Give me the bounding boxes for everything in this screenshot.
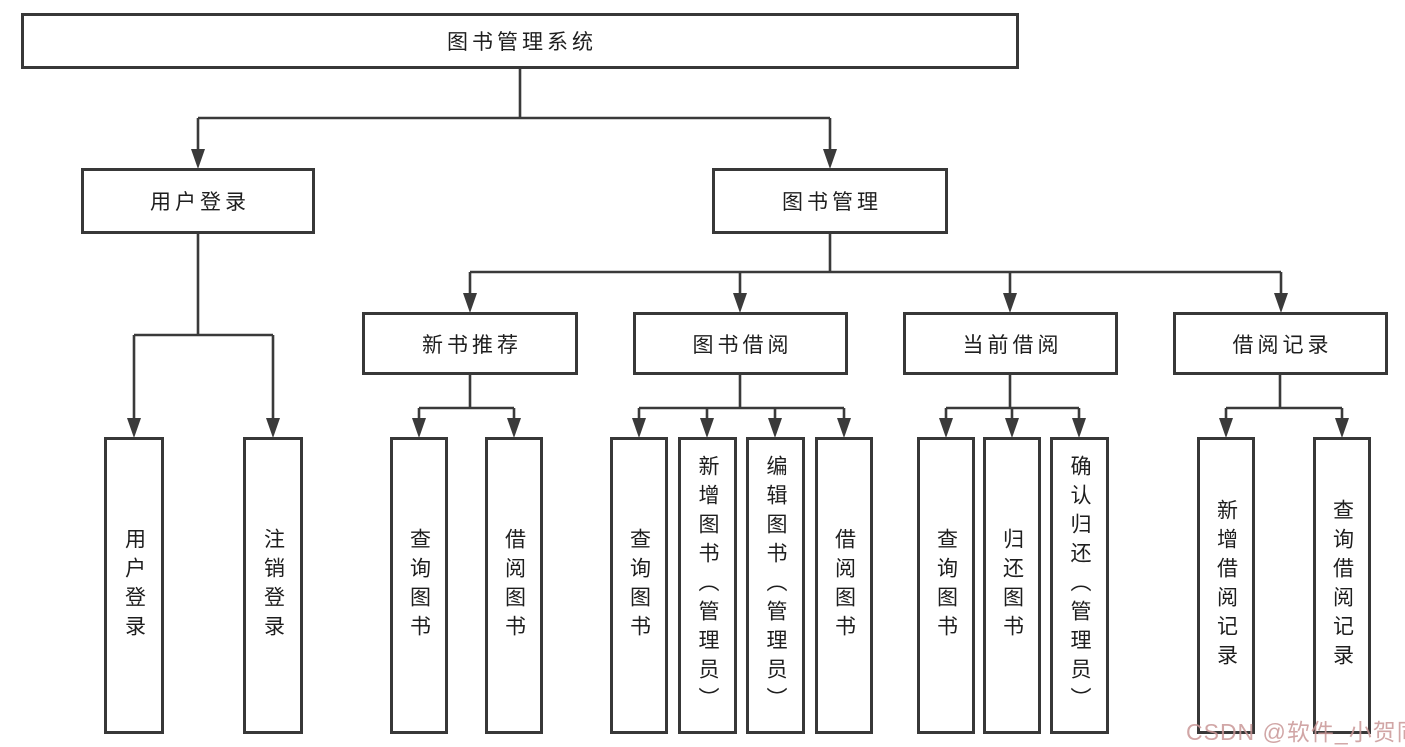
leaf-logout: 注销登录 bbox=[243, 437, 303, 734]
leaf-label: 借阅图书 bbox=[832, 527, 856, 644]
connector-userlogin-to-leaves bbox=[132, 233, 275, 420]
arrow-down-icon bbox=[837, 418, 851, 438]
leaf-label: 归还图书 bbox=[1000, 527, 1024, 644]
connector-recommend-to-leaves bbox=[417, 374, 516, 420]
node-new-book-recommend: 新书推荐 bbox=[362, 312, 578, 375]
arrow-down-icon bbox=[266, 418, 280, 438]
node-book-management: 图书管理 bbox=[712, 168, 948, 234]
csdn-watermark: CSDN @软件_小贺同学 bbox=[1186, 719, 1405, 745]
leaf-borrow-books: 借阅图书 bbox=[815, 437, 873, 734]
node-user-login: 用户登录 bbox=[81, 168, 315, 234]
leaf-label: 查询图书 bbox=[627, 527, 651, 644]
leaf-query-books-borrow: 查询图书 bbox=[610, 437, 668, 734]
arrow-down-icon bbox=[1335, 418, 1349, 438]
arrow-down-icon bbox=[127, 418, 141, 438]
arrow-down-icon bbox=[507, 418, 521, 438]
leaf-label: 借阅图书 bbox=[502, 527, 526, 644]
arrow-down-icon bbox=[733, 293, 747, 313]
arrow-down-icon bbox=[1005, 418, 1019, 438]
leaf-user-login: 用户登录 bbox=[104, 437, 164, 734]
arrow-down-icon bbox=[463, 293, 477, 313]
leaf-return-books: 归还图书 bbox=[983, 437, 1041, 734]
connector-borrow-to-leaves bbox=[637, 374, 846, 420]
leaf-query-books-recommend: 查询图书 bbox=[390, 437, 448, 734]
leaf-query-borrow-record: 查询借阅记录 bbox=[1313, 437, 1371, 734]
arrow-down-icon bbox=[1072, 418, 1086, 438]
connector-root-to-level2 bbox=[196, 68, 832, 151]
leaf-label: 新增图书（管理员） bbox=[696, 455, 719, 716]
leaf-label: 查询图书 bbox=[407, 527, 431, 644]
leaf-label: 注销登录 bbox=[261, 527, 285, 644]
arrow-down-icon bbox=[1274, 293, 1288, 313]
node-book-borrow: 图书借阅 bbox=[633, 312, 848, 375]
arrow-down-icon bbox=[700, 418, 714, 438]
connector-bookmgmt-to-level3 bbox=[468, 233, 1283, 295]
node-borrow-records: 借阅记录 bbox=[1173, 312, 1388, 375]
leaf-confirm-return-admin: 确认归还（管理员） bbox=[1050, 437, 1109, 734]
arrow-down-icon bbox=[1219, 418, 1233, 438]
leaf-label: 新增借阅记录 bbox=[1214, 498, 1238, 673]
leaf-edit-book-admin: 编辑图书（管理员） bbox=[746, 437, 805, 734]
leaf-label: 编辑图书（管理员） bbox=[764, 455, 787, 716]
node-root: 图书管理系统 bbox=[21, 13, 1019, 69]
connector-records-to-leaves bbox=[1224, 374, 1344, 420]
node-current-borrow: 当前借阅 bbox=[903, 312, 1118, 375]
leaf-query-books-current: 查询图书 bbox=[917, 437, 975, 734]
arrow-down-icon bbox=[823, 149, 837, 169]
arrow-down-icon bbox=[939, 418, 953, 438]
leaf-borrow-books-recommend: 借阅图书 bbox=[485, 437, 543, 734]
arrow-down-icon bbox=[632, 418, 646, 438]
arrowheads bbox=[127, 149, 1349, 438]
leaf-label: 确认归还（管理员） bbox=[1068, 455, 1091, 716]
arrow-down-icon bbox=[412, 418, 426, 438]
leaf-add-book-admin: 新增图书（管理员） bbox=[678, 437, 737, 734]
arrow-down-icon bbox=[1003, 293, 1017, 313]
arrow-down-icon bbox=[191, 149, 205, 169]
leaf-add-borrow-record: 新增借阅记录 bbox=[1197, 437, 1255, 734]
arrow-down-icon bbox=[768, 418, 782, 438]
leaf-label: 查询图书 bbox=[934, 527, 958, 644]
leaf-label: 查询借阅记录 bbox=[1330, 498, 1354, 673]
connector-current-to-leaves bbox=[944, 374, 1081, 420]
leaf-label: 用户登录 bbox=[122, 527, 146, 644]
